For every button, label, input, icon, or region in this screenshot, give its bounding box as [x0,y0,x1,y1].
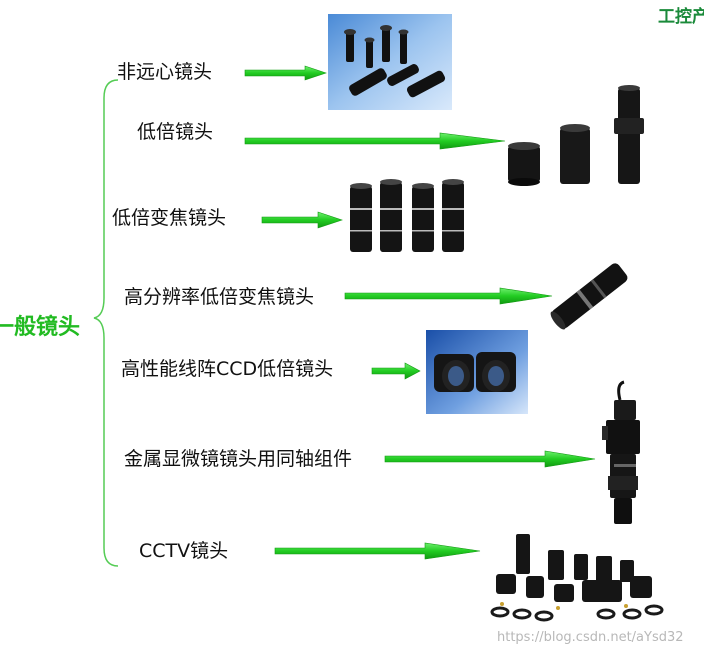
hires-zoom-lens-photo [546,254,636,338]
line-scan-lens-photo [426,330,528,414]
arrow-6 [385,451,595,467]
branch-label-4: 高分辨率低倍变焦镜头 [124,288,314,307]
branch-label-7: CCTV镜头 [139,542,228,561]
watermark-url: https://blog.csdn.net/aYsd32 [497,630,684,645]
arrow-2 [245,133,505,149]
arrow-3 [262,212,342,228]
arrow-5 [372,363,420,379]
branch-label-1: 非远心镜头 [117,63,212,82]
arrow-7 [275,543,480,559]
arrow-1 [245,66,326,80]
cctv-lens-set-photo [486,530,666,626]
branch-label-5: 高性能线阵CCD低倍镜头 [121,360,333,379]
zoom-lens-photo [346,178,472,256]
branch-label-3: 低倍变焦镜头 [112,209,226,228]
coaxial-unit-photo [596,378,646,528]
brace [94,80,118,566]
branch-label-2: 低倍镜头 [137,123,213,142]
branch-label-6: 金属显微镜镜头用同轴组件 [124,450,352,469]
bar-lens-photo [328,14,452,110]
arrow-4 [345,288,552,304]
low-mag-lens-photo [500,82,660,190]
